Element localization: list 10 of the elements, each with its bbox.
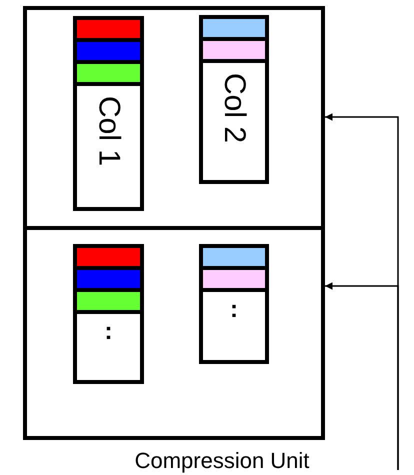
column-label: Col 2 — [219, 73, 249, 144]
column-box — [199, 244, 269, 364]
ellipsis-mark: : — [104, 320, 112, 344]
column-box — [199, 15, 269, 184]
column-box — [73, 244, 144, 384]
arrow — [325, 282, 399, 470]
column-label: Col 1 — [94, 96, 124, 166]
ellipsis-mark: : — [230, 298, 238, 322]
unit-caption: Compression Unit — [134, 450, 310, 472]
column-box — [73, 16, 144, 211]
